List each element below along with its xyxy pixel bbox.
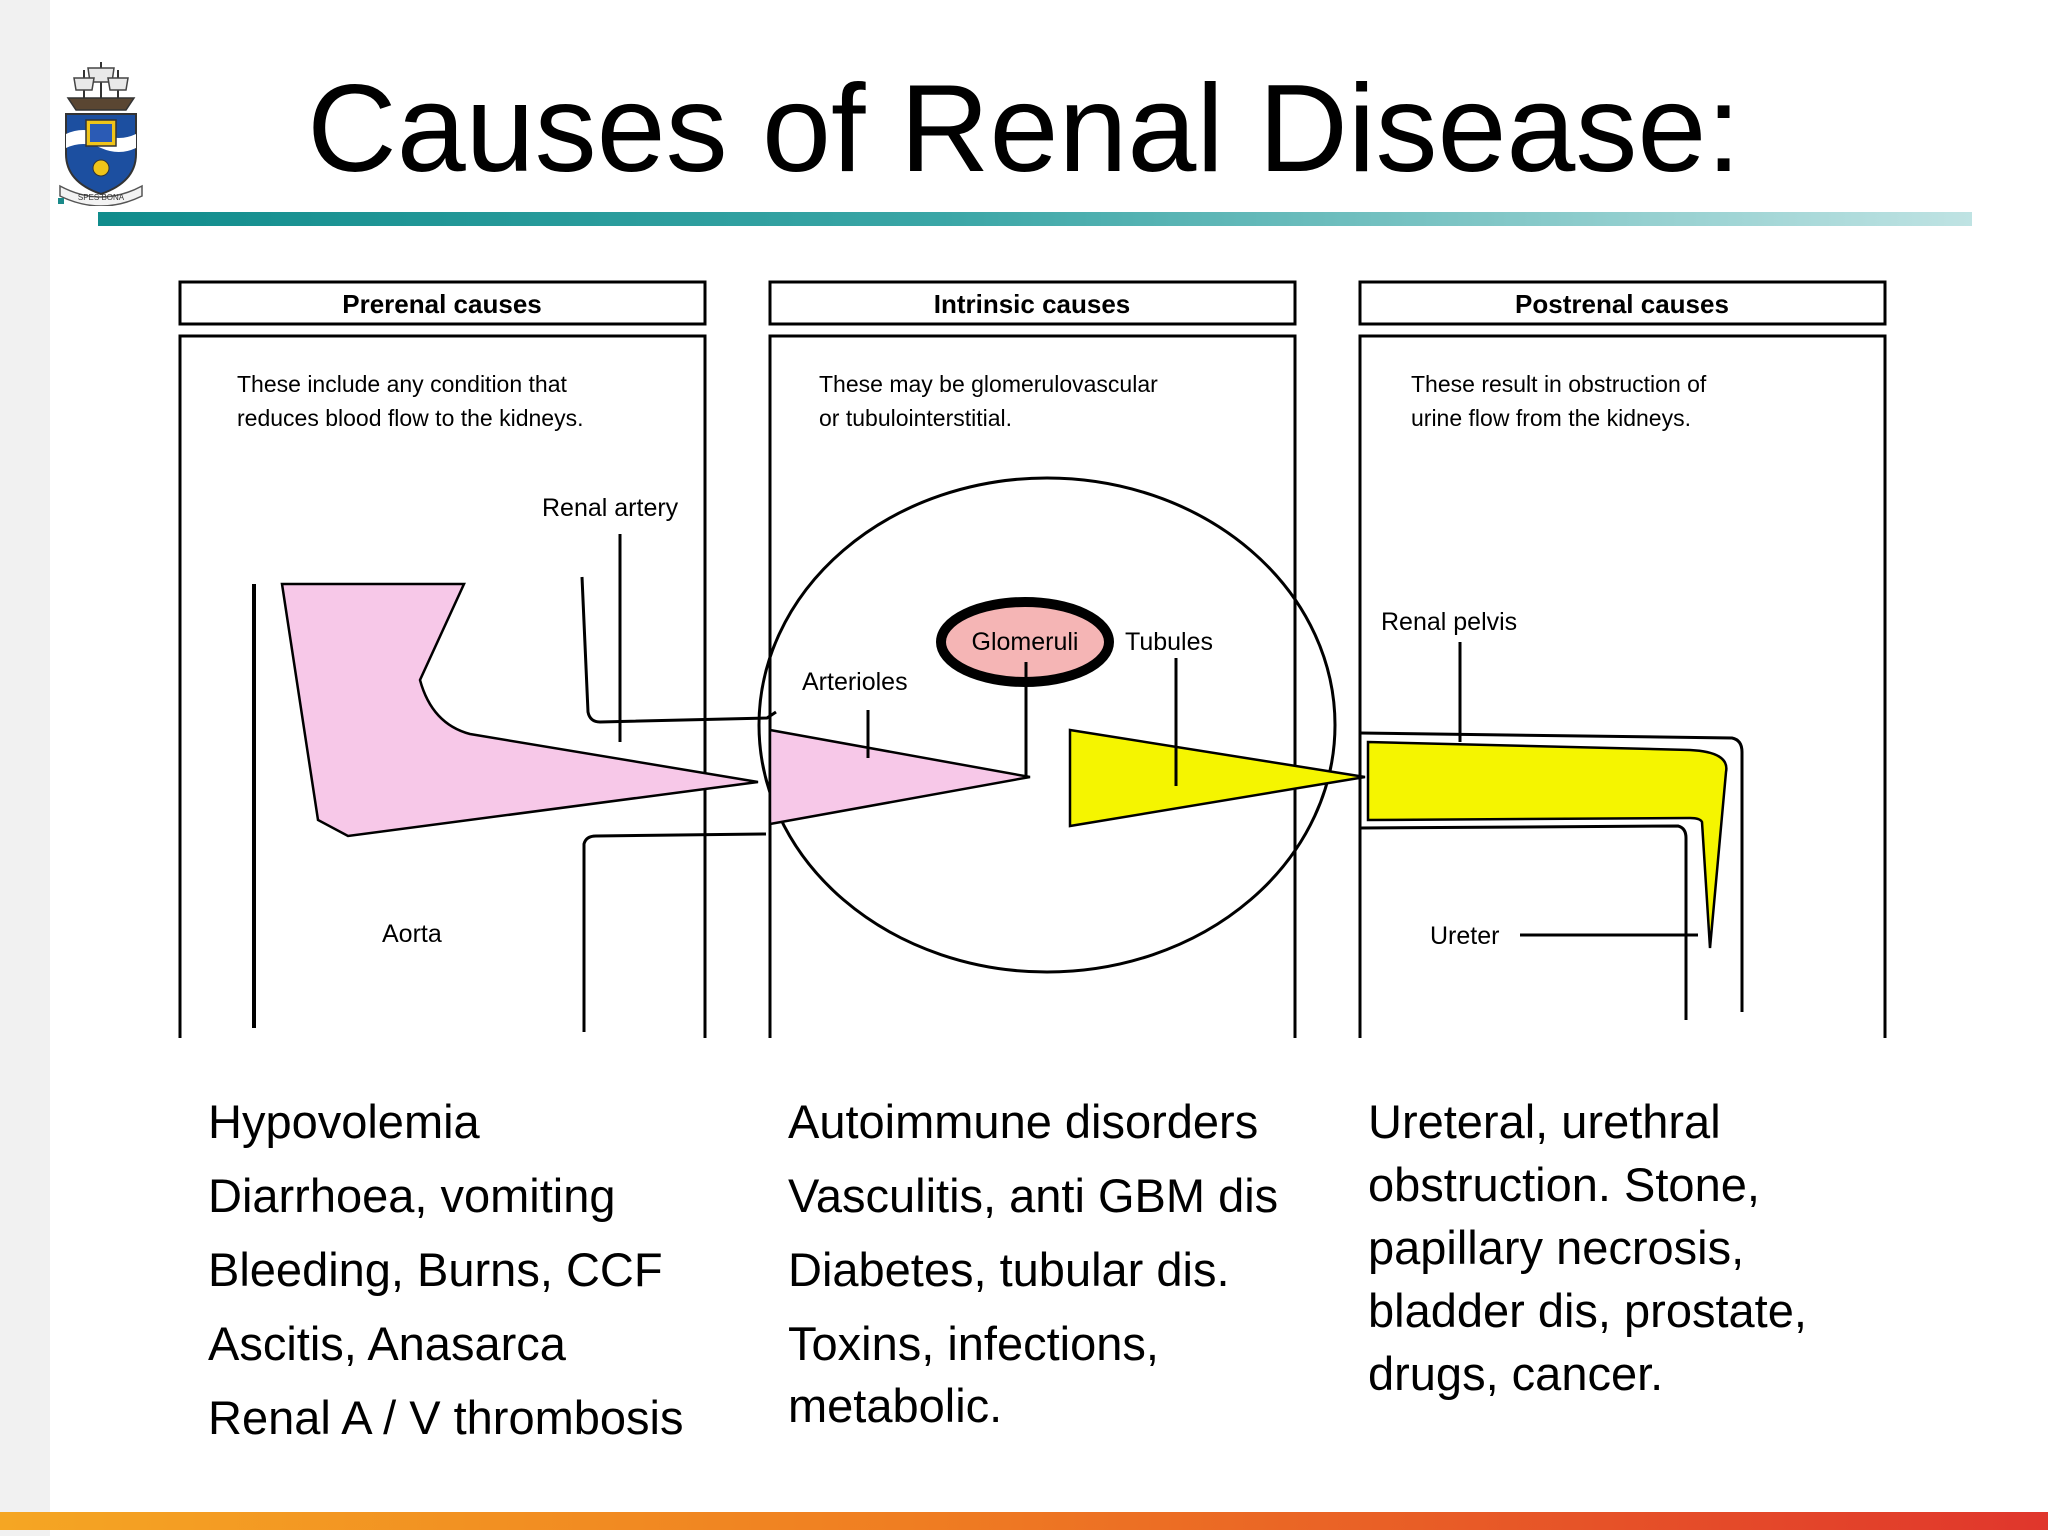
prerenal-heading: Prerenal causes bbox=[342, 289, 541, 319]
list-item: drugs, cancer. bbox=[1368, 1347, 1664, 1400]
list-item: Autoimmune disorders bbox=[788, 1095, 1259, 1148]
title-divider bbox=[98, 212, 1972, 226]
renal-causes-diagram: Prerenal causes Intrinsic causes Postren… bbox=[178, 280, 1887, 1038]
intrinsic-panel bbox=[768, 334, 1297, 1038]
list-item: bladder dis, prostate, bbox=[1368, 1284, 1807, 1337]
postrenal-heading-box bbox=[1358, 280, 1887, 326]
list-item: Diabetes, tubular dis. bbox=[788, 1243, 1230, 1296]
intrinsic-description-line: or tubulointerstitial. bbox=[819, 405, 1012, 431]
prerenal-description-line: These include any condition that bbox=[237, 371, 567, 397]
renal-artery-wall-upper bbox=[580, 576, 777, 724]
university-crest-icon: SPES BONA bbox=[58, 62, 143, 206]
aorta-shape bbox=[280, 582, 759, 838]
tubules-shape bbox=[1068, 728, 1366, 828]
slide-title: Causes of Renal Disease: bbox=[307, 60, 1741, 198]
postrenal-panel bbox=[1358, 334, 1887, 1038]
list-item: Hypovolemia bbox=[208, 1095, 480, 1148]
intrinsic-causes-list: Autoimmune disorders Vasculitis, anti GB… bbox=[788, 1090, 1278, 1438]
ureter-label: Ureter bbox=[1430, 922, 1499, 950]
list-item: Ureteral, urethral bbox=[1368, 1095, 1721, 1148]
prerenal-panel bbox=[178, 334, 707, 1038]
list-item: metabolic. bbox=[788, 1379, 1003, 1432]
bottom-accent-bar bbox=[0, 1512, 2048, 1530]
motto-ribbon bbox=[59, 184, 143, 206]
postrenal-causes-list: Ureteral, urethral obstruction. Stone, p… bbox=[1368, 1090, 1807, 1405]
renal-pelvis-shape bbox=[1366, 740, 1728, 949]
postrenal-description-line: These result in obstruction of bbox=[1411, 371, 1707, 397]
ureter-wall-inner bbox=[1359, 824, 1688, 1020]
glomeruli-label: Glomeruli bbox=[972, 628, 1079, 656]
ureter-wall-outer bbox=[1359, 731, 1744, 1012]
arterioles-label: Arterioles bbox=[802, 668, 908, 696]
prerenal-causes-list: Hypovolemia Diarrhoea, vomiting Bleeding… bbox=[208, 1090, 683, 1450]
list-item: papillary necrosis, bbox=[1368, 1221, 1745, 1274]
prerenal-description-line: reduces blood flow to the kidneys. bbox=[237, 405, 583, 431]
postrenal-description-line: urine flow from the kidneys. bbox=[1411, 405, 1691, 431]
list-item: obstruction. Stone, bbox=[1368, 1158, 1760, 1211]
list-item: Renal A / V thrombosis bbox=[208, 1391, 684, 1444]
list-item: Bleeding, Burns, CCF bbox=[208, 1243, 663, 1296]
arterioles-shape bbox=[768, 728, 1031, 826]
list-item: Toxins, infections, bbox=[788, 1317, 1159, 1370]
ship-icon bbox=[66, 62, 136, 111]
list-item: Ascitis, Anasarca bbox=[208, 1317, 566, 1370]
intrinsic-heading: Intrinsic causes bbox=[934, 289, 1131, 319]
renal-artery-label: Renal artery bbox=[542, 494, 679, 522]
tubules-label: Tubules bbox=[1125, 628, 1213, 656]
list-item: Vasculitis, anti GBM dis bbox=[788, 1169, 1279, 1222]
intrinsic-heading-box bbox=[768, 280, 1297, 326]
prerenal-heading-box bbox=[178, 280, 707, 326]
left-margin-shade bbox=[0, 0, 50, 1536]
intrinsic-description-line: These may be glomerulovascular bbox=[819, 371, 1158, 397]
postrenal-heading: Postrenal causes bbox=[1515, 289, 1729, 319]
renal-pelvis-label: Renal pelvis bbox=[1381, 608, 1517, 636]
renal-artery-wall-lower bbox=[582, 832, 767, 1032]
aorta-label: Aorta bbox=[382, 920, 442, 948]
kidney-outline bbox=[757, 476, 1337, 974]
logo-motto: SPES BONA bbox=[78, 193, 125, 202]
list-item: Diarrhoea, vomiting bbox=[208, 1169, 616, 1222]
